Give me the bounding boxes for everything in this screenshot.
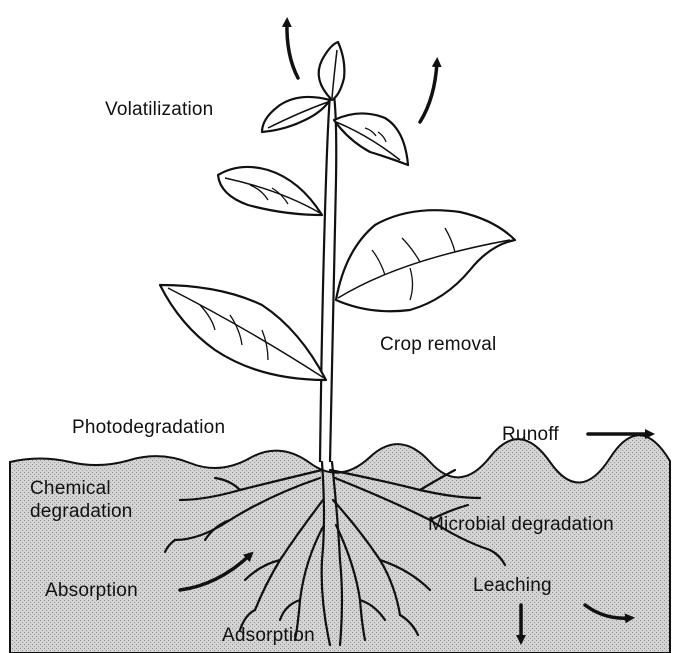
volatilization-arrow-left	[287, 22, 298, 78]
label-crop-removal: Crop removal	[380, 334, 496, 355]
volatilization-arrow-right	[420, 62, 437, 122]
label-microbial-degradation: Microbial degradation	[428, 514, 614, 535]
plant-leaves	[160, 42, 515, 380]
label-photodegradation: Photodegradation	[72, 417, 225, 438]
label-leaching: Leaching	[473, 575, 552, 596]
plant-stem	[320, 95, 336, 462]
label-absorption: Absorption	[45, 580, 138, 601]
label-chemical-degradation-line1: Chemical	[30, 478, 111, 499]
label-chemical-degradation-line2: degradation	[30, 501, 133, 522]
label-adsorption: Adsorption	[222, 625, 315, 646]
label-volatilization: Volatilization	[105, 99, 213, 120]
label-runoff: Runoff	[502, 424, 559, 445]
